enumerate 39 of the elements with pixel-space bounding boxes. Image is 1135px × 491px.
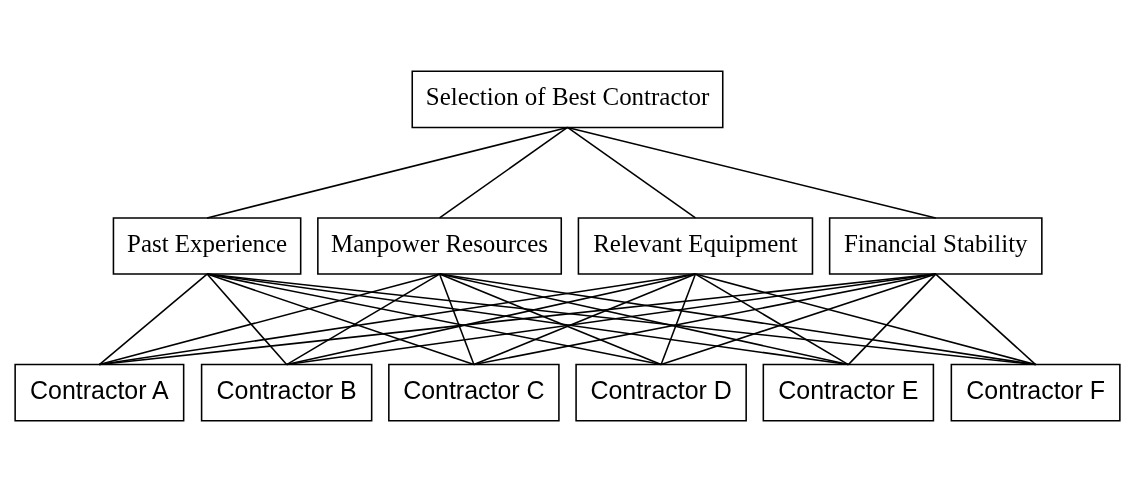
connector [206, 272, 1037, 365]
connector [98, 272, 697, 365]
connector [206, 272, 850, 365]
connector [438, 272, 850, 365]
connector [206, 126, 569, 219]
connector [285, 272, 697, 365]
connector [285, 272, 441, 365]
connector [694, 272, 850, 365]
connector [206, 272, 662, 365]
node-box: Contractor D [575, 363, 747, 422]
node-box: Contractor B [200, 363, 373, 422]
node-box: Contractor C [388, 363, 560, 422]
node-box: Financial Stability [828, 216, 1043, 275]
connector [473, 272, 937, 365]
connector [438, 126, 569, 219]
connector [660, 272, 697, 365]
connector [566, 126, 697, 219]
connector [473, 272, 697, 365]
connector [98, 272, 937, 365]
connector [660, 272, 937, 365]
node-box: Past Experience [112, 216, 302, 275]
connector [206, 272, 475, 365]
connector [98, 272, 208, 365]
node-box: Contractor A [14, 363, 185, 422]
node-box: Selection of Best Contractor [411, 69, 724, 128]
node-box: Manpower Resources [317, 216, 563, 275]
node-box: Contractor E [762, 363, 935, 422]
connector [934, 272, 1037, 365]
connector [98, 272, 441, 365]
connector [847, 272, 937, 365]
connector [438, 272, 475, 365]
connector [438, 272, 1037, 365]
node-box: Relevant Equipment [577, 216, 814, 275]
connector [206, 272, 288, 365]
node-box: Contractor F [950, 363, 1121, 422]
connector [694, 272, 1037, 365]
connector [285, 272, 937, 365]
connector [438, 272, 662, 365]
connector [566, 126, 937, 219]
